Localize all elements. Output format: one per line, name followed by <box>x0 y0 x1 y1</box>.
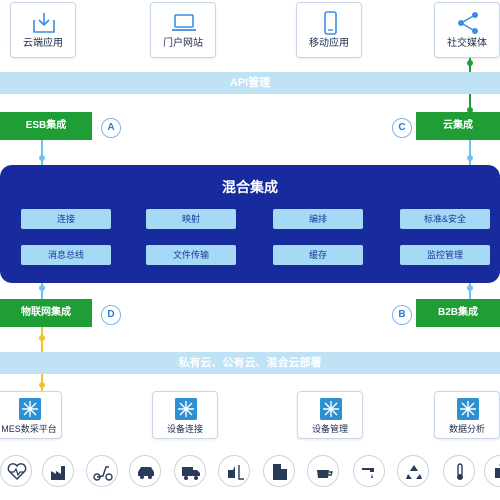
esb-connector-line <box>41 140 43 165</box>
industry-icons-row <box>0 455 500 495</box>
top-app-portal[interactable]: 门户网站 <box>150 2 216 58</box>
top-app-social[interactable]: 社交媒体 <box>434 2 500 58</box>
hybrid-item-connect[interactable]: 连接 <box>21 209 111 229</box>
hybrid-item-file-transfer[interactable]: 文件传输 <box>146 245 236 265</box>
top-app-label: 门户网站 <box>163 38 203 49</box>
iot-integration[interactable]: 物联网集成 <box>0 299 92 327</box>
connector-dot <box>39 335 45 341</box>
bottom-app-mes[interactable]: MES数采平台 <box>0 391 62 439</box>
api-management-bar: API管理 <box>0 72 500 94</box>
hybrid-item-message-bus[interactable]: 消息总线 <box>21 245 111 265</box>
badge-b: B <box>392 305 412 325</box>
bottom-app-label: 设备管理 <box>311 424 348 434</box>
truck-icon <box>174 455 206 487</box>
factory-icon <box>42 455 74 487</box>
cloud-download-icon <box>33 13 55 33</box>
top-app-cloud[interactable]: 云端应用 <box>10 2 76 58</box>
top-app-label: 移动应用 <box>309 38 349 49</box>
snowflake-icon <box>175 398 197 420</box>
connector-dot <box>467 155 473 161</box>
water-tap-icon <box>353 455 385 487</box>
iot-connector-line <box>41 283 43 299</box>
snowflake-icon <box>320 398 342 420</box>
hybrid-item-monitoring[interactable]: 监控管理 <box>400 245 490 265</box>
laptop-icon <box>172 14 196 31</box>
bottom-app-data-analysis[interactable]: 数据分析 <box>434 391 500 439</box>
hybrid-item-cache[interactable]: 缓存 <box>273 245 363 265</box>
car-icon <box>129 455 161 487</box>
esb-integration[interactable]: ESB集成 <box>0 112 92 140</box>
bottom-app-device-management[interactable]: 设备管理 <box>297 391 363 439</box>
top-app-label: 云端应用 <box>23 38 63 49</box>
mobile-phone-icon <box>324 11 337 35</box>
building-icon <box>263 455 295 487</box>
bottom-app-label: MES数采平台 <box>1 424 57 434</box>
connector-dot <box>467 285 473 291</box>
b2b-integration[interactable]: B2B集成 <box>416 299 500 327</box>
bottom-app-label: 数据分析 <box>448 424 485 434</box>
bottom-app-device-connect[interactable]: 设备连接 <box>152 391 218 439</box>
scooter-icon <box>86 455 118 487</box>
connector-dot <box>467 107 473 113</box>
snowflake-icon <box>457 398 479 420</box>
snowflake-icon <box>19 398 41 420</box>
hybrid-item-standards-security[interactable]: 标准&安全 <box>400 209 490 229</box>
top-app-label: 社交媒体 <box>447 38 487 49</box>
deployment-bar: 私有云、公有云、混合云部署 <box>0 352 500 374</box>
badge-c: C <box>392 118 412 138</box>
coffee-cup-icon <box>307 455 339 487</box>
cloud-integration[interactable]: 云集成 <box>416 112 500 140</box>
share-icon <box>458 12 478 34</box>
badge-d: D <box>101 305 121 325</box>
heartbeat-icon <box>0 455 32 487</box>
hybrid-title: 混合集成 <box>222 179 278 195</box>
hybrid-item-mapping[interactable]: 映射 <box>146 209 236 229</box>
connector-dot <box>467 60 473 66</box>
b2b-connector-line <box>469 283 471 299</box>
connector-dot <box>39 155 45 161</box>
recycle-icon <box>397 455 429 487</box>
bottom-app-label: 设备连接 <box>166 424 203 434</box>
top-app-mobile[interactable]: 移动应用 <box>296 2 362 58</box>
thermometer-icon <box>443 455 475 487</box>
connector-dot <box>39 382 45 388</box>
hybrid-item-orchestration[interactable]: 编排 <box>273 209 363 229</box>
badge-a: A <box>101 118 121 138</box>
connector-dot <box>39 285 45 291</box>
robot-icon <box>484 455 500 487</box>
forklift-icon <box>218 455 250 487</box>
cloud-lower-connector-line <box>469 140 471 165</box>
